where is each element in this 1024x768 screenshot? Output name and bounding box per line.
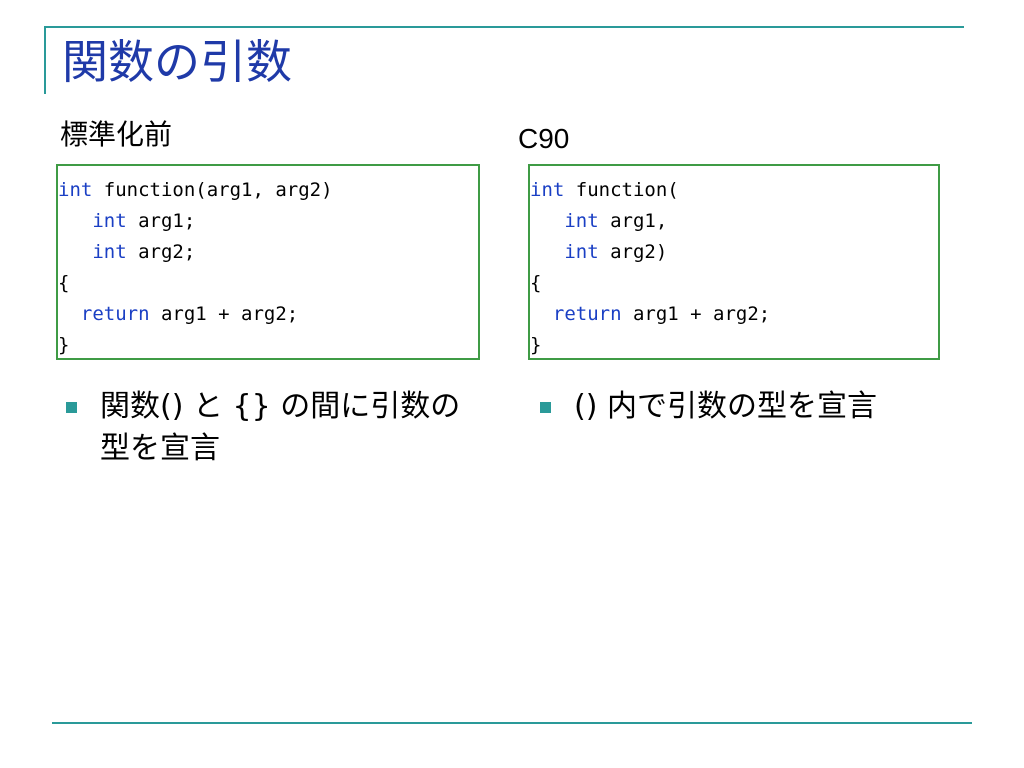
code-keyword: int xyxy=(58,179,93,201)
code-keyword: int xyxy=(564,210,599,232)
code-keyword: return xyxy=(552,303,622,325)
bullet-point-pre-standard: 関数() と {} の間に引数の型を宣言 xyxy=(66,386,486,470)
bottom-divider xyxy=(52,722,972,724)
code-line: return arg1 + arg2; xyxy=(80,303,299,325)
code-line: } xyxy=(530,334,542,356)
code-line: int arg2) xyxy=(564,241,668,263)
code-line: int function( xyxy=(530,179,679,201)
column-label-pre-standard: 標準化前 xyxy=(60,119,173,150)
code-keyword: int xyxy=(564,241,599,263)
code-line: return arg1 + arg2; xyxy=(552,303,771,325)
bullet-text: () 内で引数の型を宣言 xyxy=(574,389,877,424)
code-keyword: int xyxy=(92,241,127,263)
slide-title: 関数の引数 xyxy=(62,35,292,89)
column-label-c90: C90 xyxy=(518,123,570,154)
top-divider xyxy=(44,26,964,28)
bullet-square-icon xyxy=(540,402,551,413)
code-line: { xyxy=(58,272,70,294)
left-divider xyxy=(44,26,46,94)
code-keyword: int xyxy=(92,210,127,232)
code-line: int arg1, xyxy=(564,210,668,232)
code-keyword: return xyxy=(80,303,150,325)
code-line: } xyxy=(58,334,70,356)
bullet-text: 関数() と {} の間に引数の型を宣言 xyxy=(100,389,461,466)
code-line: int arg1; xyxy=(92,210,196,232)
bullet-square-icon xyxy=(66,402,77,413)
code-line: int arg2; xyxy=(92,241,196,263)
code-block-c90: int function( int arg1, int arg2) { retu… xyxy=(528,164,940,360)
bullet-point-c90: () 内で引数の型を宣言 xyxy=(540,386,960,428)
code-line: { xyxy=(530,272,542,294)
code-line: int function(arg1, arg2) xyxy=(58,179,333,201)
code-block-pre-standard: int function(arg1, arg2) int arg1; int a… xyxy=(56,164,480,360)
code-keyword: int xyxy=(530,179,565,201)
